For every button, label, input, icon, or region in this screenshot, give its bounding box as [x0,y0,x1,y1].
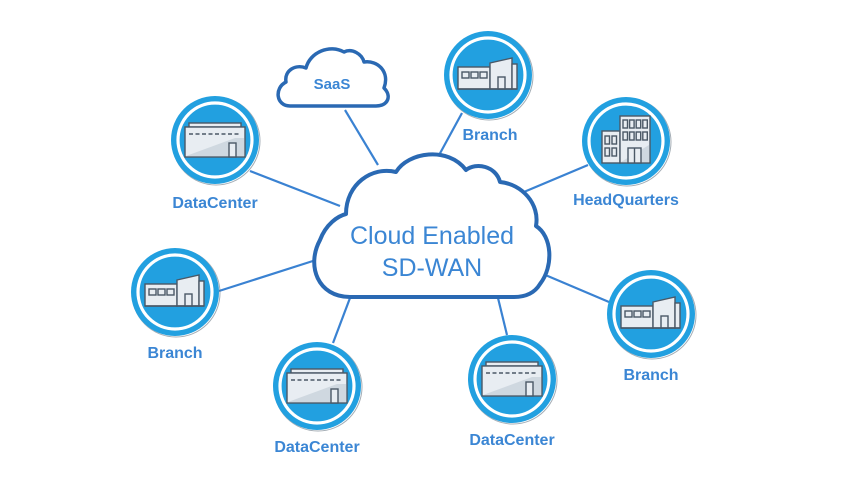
node-ring [587,102,665,180]
datacenter-icon [286,368,348,404]
node-branch-right[interactable]: Branch [607,270,697,384]
node-label: HeadQuarters [573,192,679,209]
node-ring [449,36,527,114]
node-ring [278,347,356,425]
main-cloud: Cloud Enabled SD-WAN [312,152,552,299]
node-ring [176,101,254,179]
node-label: Branch [147,345,202,362]
node-ring [136,253,214,331]
node-label: DataCenter [469,432,554,449]
node-datacenter-bottom-left[interactable]: DataCenter [273,342,363,456]
headquarters-building-icon [601,115,651,164]
saas-cloud-icon [276,47,390,108]
node-datacenter-top-left[interactable]: DataCenter [171,96,261,212]
main-title-line2: SD-WAN [382,254,482,282]
node-label: Branch [623,367,678,384]
node-branch-left[interactable]: Branch [131,248,221,362]
site-nodes: DataCenterBranchHeadQuartersBranchBranch… [131,31,697,456]
node-label: DataCenter [274,439,359,456]
node-label: DataCenter [172,195,257,212]
node-ring [612,275,690,353]
node-ring [473,340,551,418]
link-branch-left [218,258,317,293]
saas-label: SaaS [314,76,351,93]
link-branch-right [542,272,610,304]
datacenter-icon [184,122,246,158]
node-headquarters[interactable]: HeadQuarters [573,97,679,209]
main-title-line1: Cloud Enabled [350,222,514,250]
node-datacenter-bottom-right[interactable]: DataCenter [468,335,558,449]
link-datacenter-top-left [249,169,341,208]
branch-office-icon [620,296,681,329]
link-datacenter-bottom-right [496,297,509,336]
saas-cloud[interactable]: SaaS [276,47,390,108]
node-branch-top[interactable]: Branch [444,31,534,144]
node-label: Branch [462,127,517,144]
main-cloud-icon [312,152,552,299]
datacenter-icon [481,361,543,397]
branch-office-icon [144,274,205,307]
link-datacenter-bottom-left [331,297,352,344]
branch-office-icon [457,57,518,90]
link-branch-top [437,112,463,158]
link-saas [344,109,379,166]
